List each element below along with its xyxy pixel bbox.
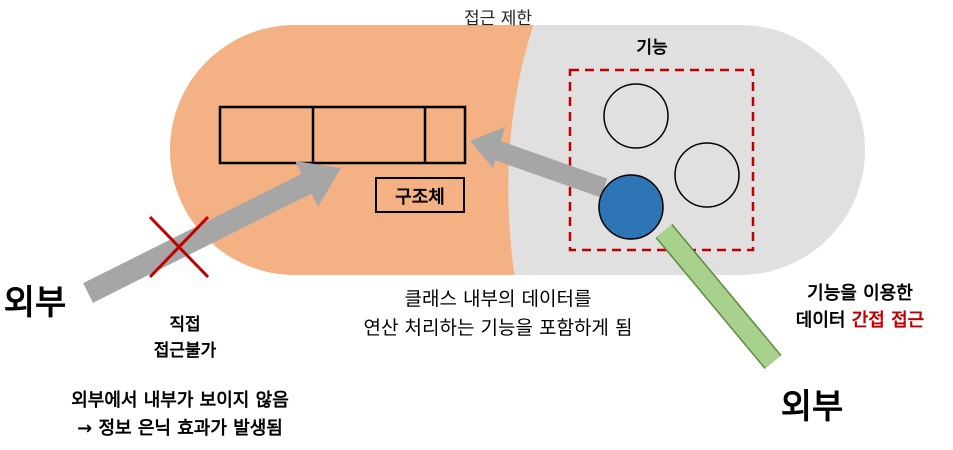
info-hiding-line1: 외부에서 내부가 보이지 않음 <box>71 390 289 411</box>
outside-label-right: 외부 <box>781 387 844 427</box>
function-label: 기능 <box>636 38 668 58</box>
info-hiding-line2: → 정보 은닉 효과가 발생됨 <box>77 418 283 439</box>
indirect-access-highlight: 간접 접근 <box>852 310 925 331</box>
description-line1: 클래스 내부의 데이터를 <box>405 288 592 310</box>
method-circle-2 <box>674 142 740 208</box>
public-method-circle <box>598 174 664 240</box>
indirect-access-line2: 데이터 간접 접근 <box>796 310 924 331</box>
indirect-access-prefix: 데이터 <box>796 310 852 331</box>
method-circle-1 <box>603 83 669 149</box>
direct-access-line2: 접근불가 <box>154 341 217 361</box>
struct-field-box <box>218 105 467 165</box>
struct-label: 구조체 <box>395 187 445 208</box>
access-restriction-title: 접근 제한 <box>464 9 532 29</box>
direct-access-arrow <box>83 161 341 303</box>
outside-label-left: 외부 <box>4 283 67 323</box>
function-dashed-box <box>568 68 755 252</box>
struct-label-box <box>375 177 465 213</box>
struct-fields <box>218 105 467 165</box>
direct-access-line1: 직접 <box>169 315 200 335</box>
internal-access-arrow <box>470 127 608 198</box>
indirect-access-line1: 기능을 이용한 <box>807 283 913 304</box>
blocked-cross-icon <box>148 215 210 279</box>
external-access-stick <box>656 224 781 369</box>
description-line2: 연산 처리하는 기능을 포함하게 됨 <box>364 317 633 339</box>
